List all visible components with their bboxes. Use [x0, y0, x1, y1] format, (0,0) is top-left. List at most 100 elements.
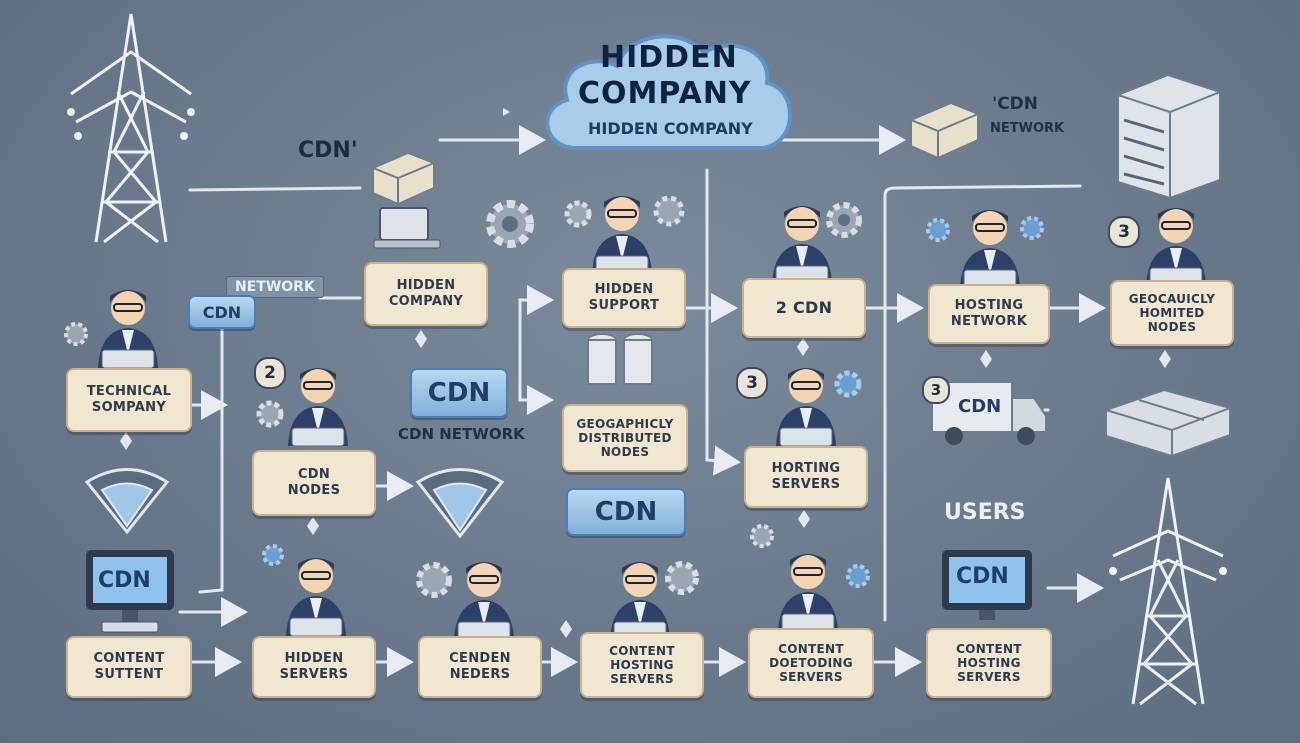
hidden-company-cloud: [545, 34, 792, 150]
box-line: HOMITED: [1139, 306, 1205, 320]
diamond-connector: [415, 330, 427, 348]
box-line: NODES: [600, 445, 650, 459]
box-hosting-servers: HORTING SERVERS: [744, 446, 868, 508]
connector-line: [198, 323, 224, 594]
box-line: SERVERS: [279, 667, 349, 682]
box-line: NODES: [287, 483, 341, 498]
person-icon: [778, 554, 838, 633]
transmission-tower-icon: [1109, 477, 1227, 706]
box-line: HIDDEN: [396, 278, 456, 293]
gear-icon: [653, 195, 685, 227]
box-line: CONTENT: [956, 642, 1022, 656]
network-tag: NETWORK: [226, 276, 324, 298]
box-line: SERVERS: [779, 670, 843, 684]
package-boxes-icon: [1105, 388, 1231, 458]
person-icon: [610, 562, 670, 641]
box-2-cdn: 2 CDN: [742, 278, 866, 338]
number-badge: 2: [254, 357, 286, 389]
box-line: HIDDEN: [284, 651, 344, 666]
box-line: COMPANY: [388, 294, 464, 309]
box-line: CONTENT: [609, 644, 675, 658]
cdn-tag: CDN: [188, 295, 256, 329]
box-line: TECHNICAL: [86, 384, 172, 399]
connector-line: [705, 168, 741, 476]
person-icon: [960, 210, 1020, 289]
gear-icon: [834, 370, 862, 398]
box-line: CONTENT: [93, 651, 165, 666]
box-line: CONTENT: [778, 642, 844, 656]
cdn-network-caption: CDN NETWORK: [398, 425, 525, 443]
box-line: HORTING: [771, 461, 841, 476]
person-icon: [288, 368, 348, 447]
box-content-suttent: CONTENT SUTTENT: [66, 636, 192, 698]
diamond-connector: [120, 432, 132, 450]
cloud-title-line2: COMPANY: [578, 76, 752, 111]
monitor-right-label: CDN: [956, 564, 1009, 589]
transmission-tower-icon: [67, 13, 195, 244]
box-line: DOETODING: [769, 656, 853, 670]
cdn-tag-label: CDN: [202, 302, 242, 322]
connector-line: [188, 186, 362, 192]
connector-line: [883, 184, 1082, 622]
box-line: GEOCAUICLY: [1128, 292, 1216, 306]
cloud-subtitle: HIDDEN COMPANY: [588, 119, 753, 138]
diamond-connector: [307, 517, 319, 535]
person-icon: [776, 368, 836, 447]
package-icon: [910, 101, 979, 160]
cdn-pill-lower-label: CDN: [594, 497, 658, 527]
delivery-truck-icon: [931, 381, 1047, 445]
monitor-icon: [942, 550, 1032, 620]
gear-icon: [1020, 216, 1044, 240]
box-line: DISTRIBUTED: [578, 431, 672, 445]
number-badge: 3: [922, 376, 950, 404]
person-icon: [98, 290, 158, 369]
box-line: HIDDEN: [594, 282, 654, 297]
truck-label: CDN: [958, 396, 1002, 417]
gear-icon: [750, 524, 774, 548]
gear-icon: [256, 400, 284, 428]
box-line: SUPPORT: [588, 298, 660, 313]
laptop-icon: [373, 207, 441, 249]
server-rack-icon: [1117, 73, 1221, 200]
diamond-connector: [797, 338, 809, 356]
gear-icon: [262, 544, 284, 566]
number-badge: 3: [736, 367, 768, 399]
box-line: HOSTING: [954, 298, 1024, 313]
gear-icon: [416, 562, 452, 598]
cdn-pill-center-label: CDN: [427, 378, 491, 408]
box-line: 2 CDN: [775, 298, 833, 317]
diamond-connector: [980, 350, 992, 368]
diamond-connector: [560, 620, 572, 638]
cdn-network-label-1: 'CDN: [992, 94, 1039, 114]
box-line: CDN: [297, 467, 331, 482]
gear-icon: [846, 564, 870, 588]
gear-icon: [665, 561, 699, 595]
box-line: NODES: [1147, 320, 1197, 334]
person-icon: [454, 562, 514, 641]
box-line: NEDERS: [449, 667, 511, 682]
gear-icon: [926, 218, 950, 242]
box-line: SERVERS: [771, 477, 841, 492]
box-line: NETWORK: [950, 314, 1028, 329]
box-content-hosting-servers-b: CONTENT HOSTING SERVERS: [926, 628, 1052, 698]
box-hidden-company: HIDDEN COMPANY: [364, 262, 488, 326]
box-cenden-neders: CENDEN NEDERS: [418, 636, 542, 698]
gear-icon: [826, 202, 862, 238]
box-line: HOSTING: [957, 656, 1021, 670]
cdn-pill-center-lower: CDN: [566, 488, 686, 536]
wifi-signal-icon: [415, 468, 505, 539]
cdn-label-top-left: CDN': [298, 138, 358, 163]
box-geo-nodes-mid: GEOGAPHICLY DISTRIBUTED NODES: [562, 404, 688, 472]
box-line: GEOGAPHICLY: [576, 417, 674, 431]
box-hosting-network: HOSTING NETWORK: [928, 284, 1050, 344]
person-icon: [286, 558, 346, 637]
wifi-signal-icon: [84, 468, 170, 535]
users-label: USERS: [944, 500, 1026, 525]
box-line: SERVERS: [610, 672, 674, 686]
gear-icon: [64, 322, 88, 346]
box-content-hosting-servers-a: CONTENT HOSTING SERVERS: [580, 632, 704, 698]
person-icon: [1146, 208, 1206, 287]
gear-icon: [564, 200, 592, 228]
package-icon: [372, 151, 435, 206]
